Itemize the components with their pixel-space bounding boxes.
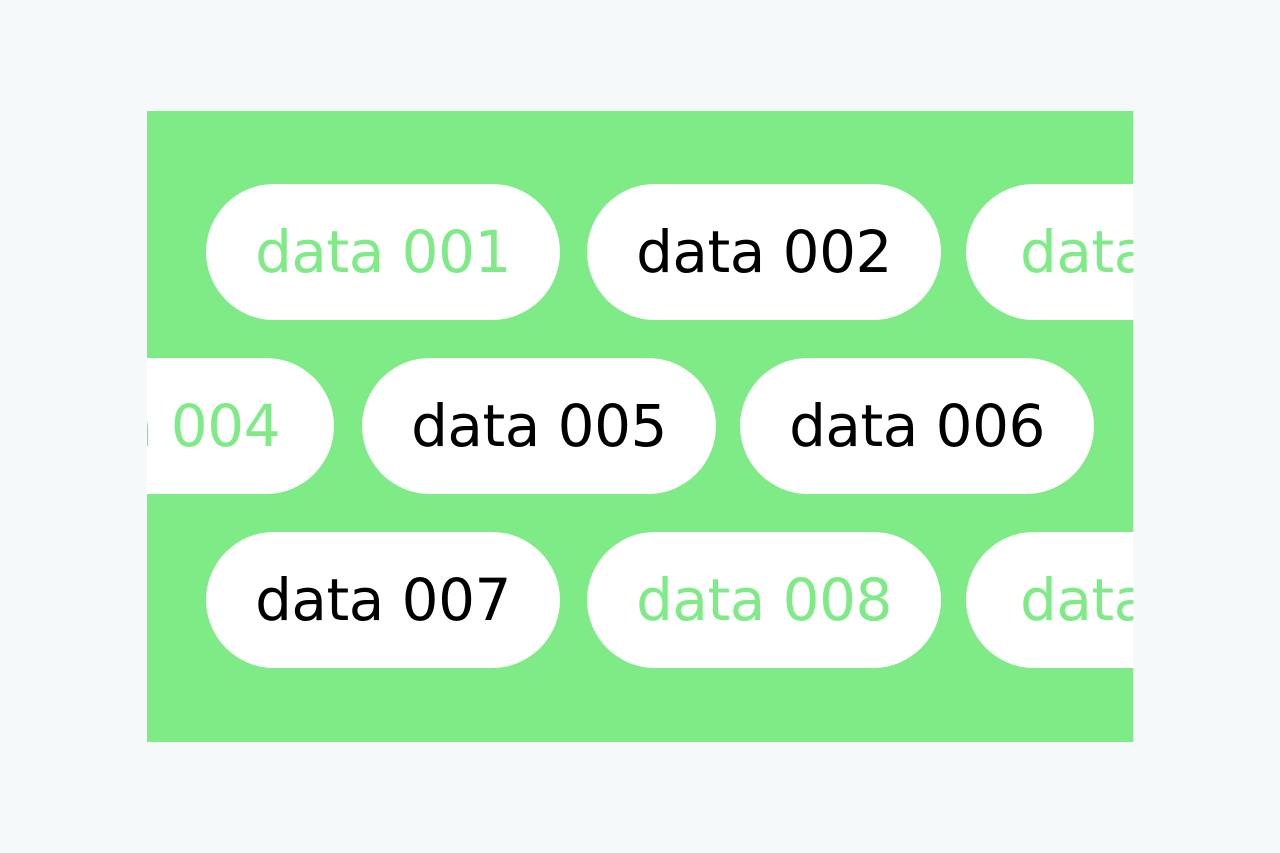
pill-data-006[interactable]: data 006 [740,358,1094,494]
pill-label: data 005 [411,392,667,460]
pill-label: a 004 [147,392,281,460]
pill-label: data 002 [636,218,892,286]
pill-data-009-partial[interactable]: data [966,532,1133,668]
pill-data-008[interactable]: data 008 [587,532,941,668]
pill-data-003-partial[interactable]: data [966,184,1133,320]
pill-data-005[interactable]: data 005 [362,358,716,494]
tag-panel: data 001 data 002 data a 004 data 005 da… [147,111,1133,742]
pill-label: data 007 [255,566,511,634]
pill-data-004-partial[interactable]: a 004 [147,358,334,494]
pill-data-001[interactable]: data 001 [206,184,560,320]
pill-label: data 006 [789,392,1045,460]
pill-label: data 001 [255,218,511,286]
pill-label: data [1020,566,1133,634]
pill-data-002[interactable]: data 002 [587,184,941,320]
pill-label: data [1020,218,1133,286]
pill-data-007[interactable]: data 007 [206,532,560,668]
pill-label: data 008 [636,566,892,634]
